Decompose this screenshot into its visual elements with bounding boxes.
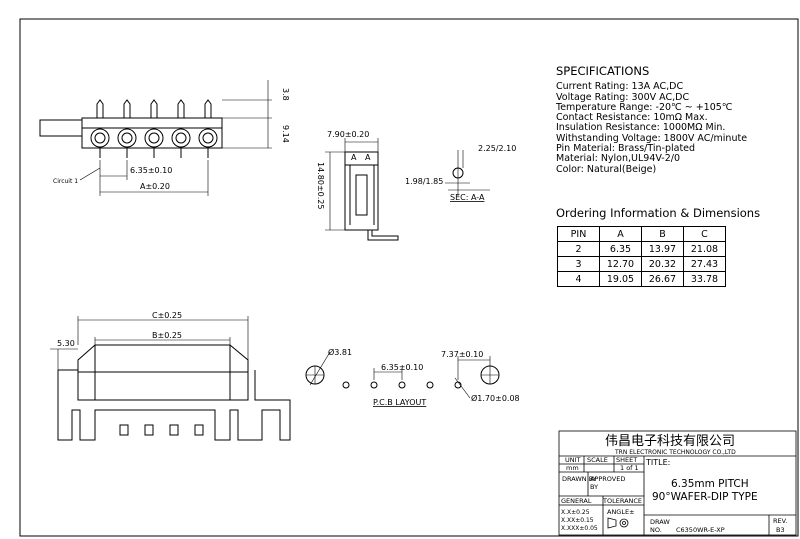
table-cell: 21.08 <box>683 241 726 257</box>
bottom-view <box>50 316 291 441</box>
pcb-layout <box>305 351 500 399</box>
table-row: 4 19.05 26.67 33.78 <box>557 271 726 287</box>
table-cell: 20.32 <box>641 256 684 272</box>
dim-c: C±0.25 <box>152 311 182 320</box>
tol-1: X.X±0.25 <box>561 509 590 516</box>
dim-edge-pcb: 7.37±0.10 <box>441 350 483 359</box>
dim-hole-small: Ø1.70±0.08 <box>471 393 520 403</box>
dim-body-height: 9.14 <box>281 125 290 143</box>
dim-pitch-top: 6.35±0.10 <box>130 166 172 175</box>
dim-sec-left: 1.98/1.85 <box>405 177 443 186</box>
spec-line: Color: Natural(Beige) <box>556 163 657 175</box>
sheet-border <box>19 18 799 537</box>
company-en: TRN ELECTRONIC TECHNOLOGY CO.,LTD <box>614 449 736 456</box>
top-pins <box>96 99 212 118</box>
spec-line: Voltage Rating: 300V AC,DC <box>556 91 690 103</box>
general-label: GENERAL <box>561 497 592 505</box>
unit-label: UNIT <box>565 456 581 464</box>
circuit-1-label: Circuit 1 <box>53 178 78 185</box>
col-c: C <box>683 226 726 242</box>
spec-line: Contact Resistance: 10mΩ Max. <box>556 112 708 124</box>
table-cell: 6.35 <box>599 241 642 257</box>
section-mark-left: A <box>351 153 357 162</box>
company-cn: 伟昌电子科技有限公司 <box>605 434 735 449</box>
table-cell: 33.78 <box>683 271 726 287</box>
dim-a: A±0.20 <box>140 182 170 191</box>
no-label: NO. <box>650 526 662 534</box>
tolerance-label: TOLERANCE <box>602 497 642 505</box>
table-cell: 3 <box>557 256 600 272</box>
spec-line: Pin Material: Brass/Tin-plated <box>556 143 696 155</box>
table-cell: 2 <box>557 241 600 257</box>
ordering-heading: Ordering Information & Dimensions <box>556 206 761 220</box>
spec-line: Material: Nylon,UL94V-2/0 <box>556 153 681 165</box>
dim-sec-top: 2.25/2.10 <box>478 144 516 153</box>
sec-label: SEC: A-A <box>450 193 485 202</box>
specifications-heading: SPECIFICATIONS <box>556 64 650 78</box>
col-a: A <box>599 226 642 242</box>
approved-by-2: BY <box>590 483 598 491</box>
dim-pin-height: 3.8 <box>281 88 290 101</box>
title-block <box>558 430 797 536</box>
table-cell: 27.43 <box>683 256 726 272</box>
table-row: 2 6.35 13.97 21.08 <box>557 241 726 257</box>
spec-line: Withstanding Voltage: 1800V AC/minute <box>556 132 748 144</box>
title-label: TITLE: <box>645 458 670 467</box>
table-cell: 19.05 <box>599 271 642 287</box>
table-cell: 26.67 <box>641 271 684 287</box>
section-a-a <box>445 150 490 196</box>
draw-no: C6350WR-E-XP <box>676 526 725 534</box>
sheet-label: SHEET <box>616 456 637 464</box>
spec-line: Temperature Range: -20℃ ~ +105℃ <box>556 101 733 113</box>
col-pin: PIN <box>557 226 600 242</box>
terminal-circles <box>90 128 218 148</box>
tol-3: X.XXX±0.05 <box>561 525 598 532</box>
dim-b: B±0.25 <box>152 331 182 340</box>
dim-left: 5.30 <box>57 339 75 348</box>
rev-label: REV. <box>773 517 787 525</box>
unit-value: mm <box>566 464 579 472</box>
scale-label: SCALE <box>587 456 608 464</box>
spec-line: Current Rating: 13A AC,DC <box>556 81 684 93</box>
tol-2: X.XX±0.15 <box>561 517 594 524</box>
dim-side-width: 7.90±0.20 <box>327 130 369 139</box>
table-row: 3 12.70 20.32 27.43 <box>557 256 726 272</box>
section-mark-right: A <box>365 153 371 162</box>
ordering-table: PIN A B C 2 6.35 13.97 21.08 3 12.70 20.… <box>557 226 726 287</box>
spec-line: Insulation Resistance: 1000MΩ Min. <box>556 122 726 134</box>
sheet-value: 1 of 1 <box>620 464 639 472</box>
angle-label: ANGLE± <box>607 508 635 516</box>
table-cell: 12.70 <box>599 256 642 272</box>
title-line-1: 6.35mm PITCH <box>671 478 749 490</box>
table-cell: 13.97 <box>641 241 684 257</box>
drawn-by: DRAWN BY <box>562 475 597 483</box>
dim-pitch-pcb: 6.35±0.10 <box>381 363 423 372</box>
specifications-block: SPECIFICATIONS Current Rating: 13A AC,DC… <box>556 64 748 175</box>
title-line-2: 90°WAFER-DIP TYPE <box>652 491 758 503</box>
draw-label: DRAW <box>650 518 670 526</box>
pcb-layout-label: P.C.B LAYOUT <box>373 398 426 407</box>
front-view-top <box>39 80 272 196</box>
dim-side-height: 14.80±0.25 <box>316 162 325 209</box>
rev-value: B3 <box>776 526 785 534</box>
table-header-row: PIN A B C <box>557 226 726 242</box>
dim-hole-big: Ø3.81 <box>328 347 352 357</box>
projection-symbol-icon <box>607 517 629 529</box>
col-b: B <box>641 226 684 242</box>
table-cell: 4 <box>557 271 600 287</box>
side-view <box>325 138 399 241</box>
approved-by-1: APPROVED <box>590 475 625 483</box>
